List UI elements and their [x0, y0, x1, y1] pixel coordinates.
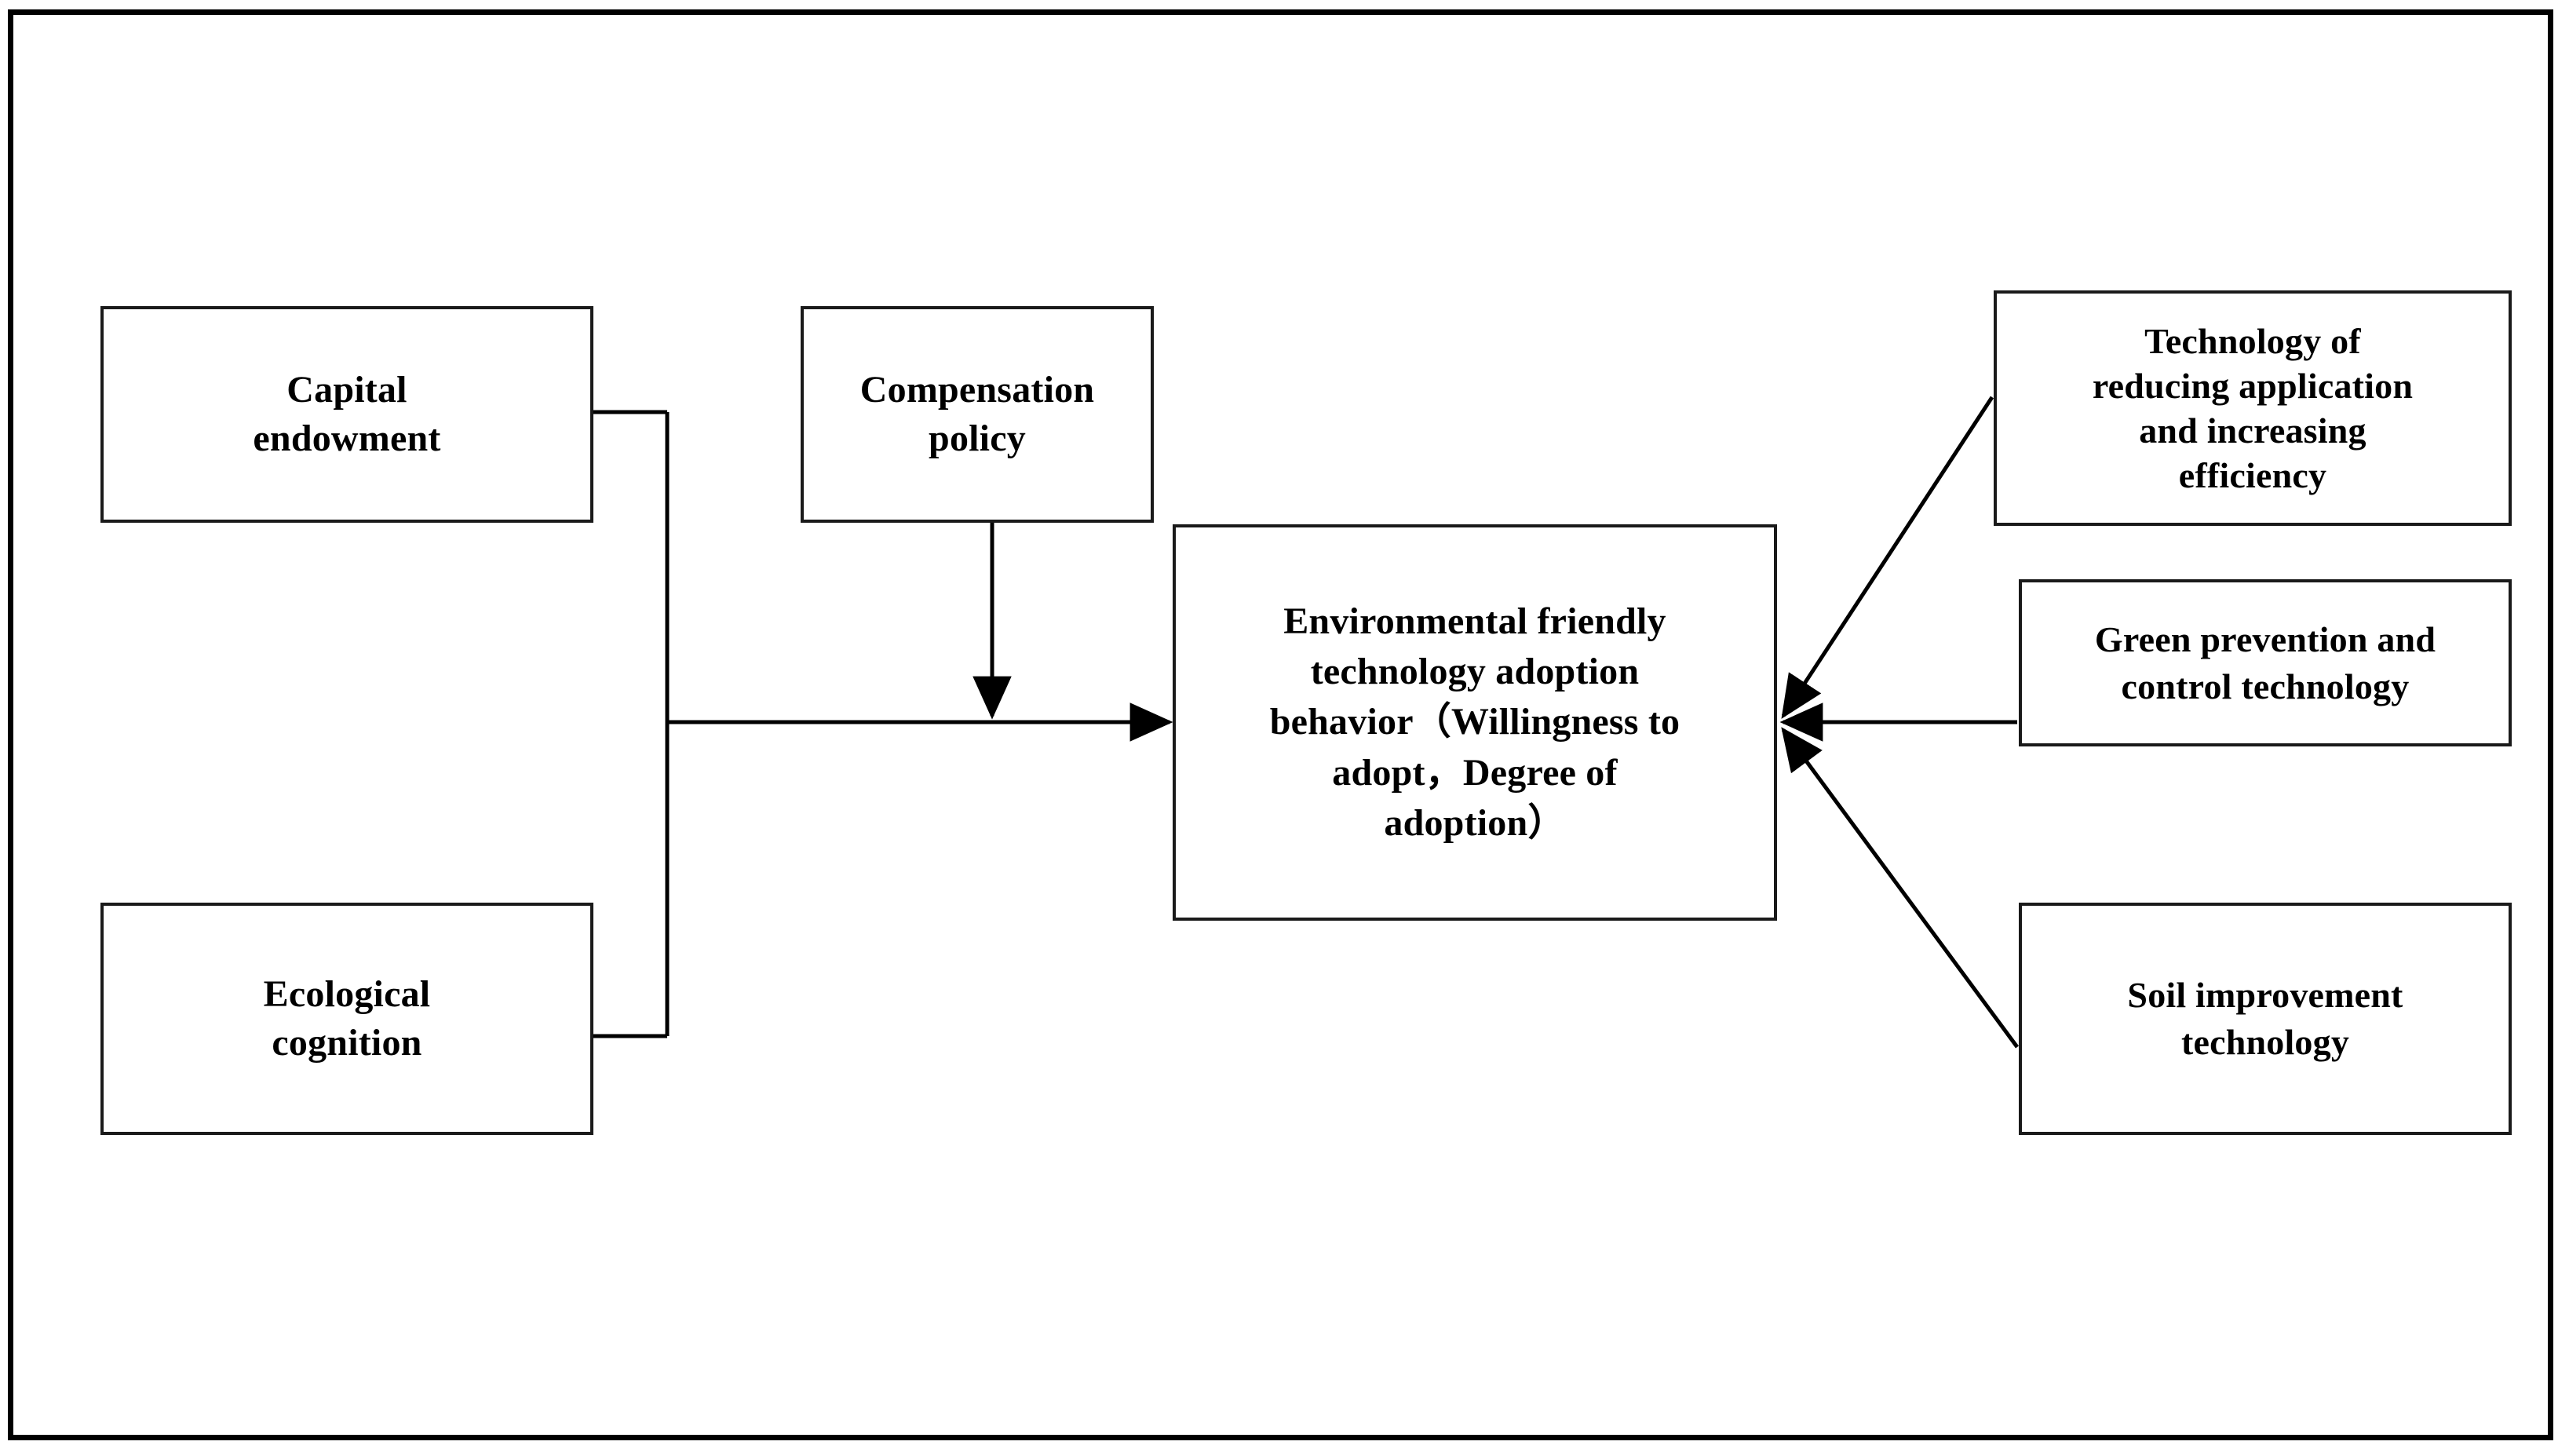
node-compensation-policy-label: Compensation policy [859, 368, 1095, 459]
figure-outer-frame [8, 9, 2553, 1440]
node-reducing-application-label: Technology of reducing application and i… [2092, 320, 2414, 496]
node-capital-endowment-label: Capital endowment [253, 368, 441, 459]
node-adoption-behavior[interactable]: Environmental friendly technology adopti… [1173, 524, 1777, 921]
arrow-reducing-application-to-adoption-behavior [1781, 396, 1994, 719]
node-soil-improvement[interactable]: Soil improvement technology [2019, 903, 2512, 1135]
left-bracket-connector [593, 410, 670, 1038]
node-ecological-cognition-label: Ecological cognition [263, 972, 431, 1064]
node-adoption-behavior-label: Environmental friendly technology adopti… [1269, 600, 1680, 844]
node-green-prevention[interactable]: Green prevention and control technology [2019, 579, 2512, 746]
node-ecological-cognition[interactable]: Ecological cognition [100, 903, 593, 1135]
node-compensation-policy[interactable]: Compensation policy [801, 306, 1154, 523]
node-reducing-application[interactable]: Technology of reducing application and i… [1994, 290, 2512, 526]
arrow-soil-improvement-to-adoption-behavior [1781, 727, 2020, 1049]
node-capital-endowment[interactable]: Capital endowment [100, 306, 593, 523]
node-green-prevention-label: Green prevention and control technology [2094, 619, 2436, 706]
node-soil-improvement-label: Soil improvement technology [2127, 975, 2403, 1062]
